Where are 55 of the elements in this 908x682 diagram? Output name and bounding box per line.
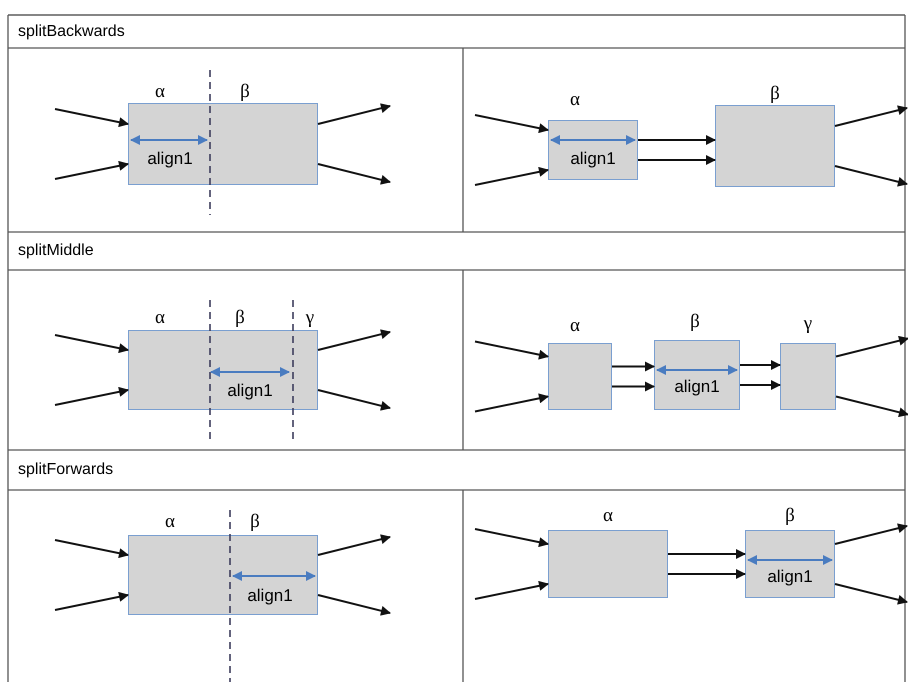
section-letter: α — [155, 308, 165, 327]
arrow — [474, 340, 549, 360]
section-letter: β — [250, 512, 260, 531]
arrow — [54, 592, 129, 611]
arrow — [318, 594, 391, 616]
arrow — [740, 360, 781, 370]
arrow — [54, 108, 129, 128]
alignment-label: align1 — [570, 150, 616, 167]
row-heading: splitMiddle — [18, 243, 94, 259]
alignment-label: align1 — [674, 378, 720, 395]
arrow — [638, 135, 716, 145]
arrow — [318, 103, 391, 125]
section-letter: β — [240, 82, 250, 101]
arrow — [474, 393, 549, 412]
arrow — [836, 396, 908, 418]
arrow — [740, 380, 781, 390]
alignment-label: align1 — [247, 587, 293, 604]
arrow — [54, 160, 129, 180]
section-letter: β — [770, 84, 780, 103]
arrow — [318, 389, 391, 411]
section-letter: β — [785, 506, 795, 525]
arrow — [638, 155, 716, 165]
row-heading: splitBackwards — [18, 24, 125, 40]
arrow — [612, 382, 655, 392]
arrow — [474, 528, 549, 548]
arrow — [612, 362, 655, 372]
arrow — [54, 539, 129, 558]
arrow — [474, 114, 549, 134]
section-letter: α — [165, 512, 175, 531]
arrow — [474, 166, 549, 186]
arrow — [474, 580, 549, 600]
alignment-label: align1 — [767, 568, 813, 585]
arrow — [318, 534, 391, 556]
arrow — [54, 334, 129, 354]
arrow — [834, 583, 908, 605]
arrow — [54, 386, 129, 406]
row-heading: splitForwards — [18, 462, 114, 478]
arrow — [836, 336, 908, 358]
arrow — [834, 523, 908, 545]
section-letter: α — [155, 82, 165, 101]
arrow — [834, 165, 908, 187]
arrow — [318, 329, 391, 351]
section-letter: γ — [306, 308, 314, 327]
arrow — [668, 569, 746, 579]
arrow — [318, 163, 391, 185]
section-letter: α — [570, 90, 580, 109]
section-letter: α — [603, 506, 613, 525]
section-letter: β — [235, 308, 245, 327]
alignment-label: align1 — [147, 150, 193, 167]
arrow — [834, 105, 908, 127]
section-letter: β — [690, 312, 700, 331]
alignment-label: align1 — [227, 382, 273, 399]
section-letter: α — [570, 316, 580, 335]
arrow — [668, 549, 746, 559]
section-letter: γ — [804, 314, 812, 333]
